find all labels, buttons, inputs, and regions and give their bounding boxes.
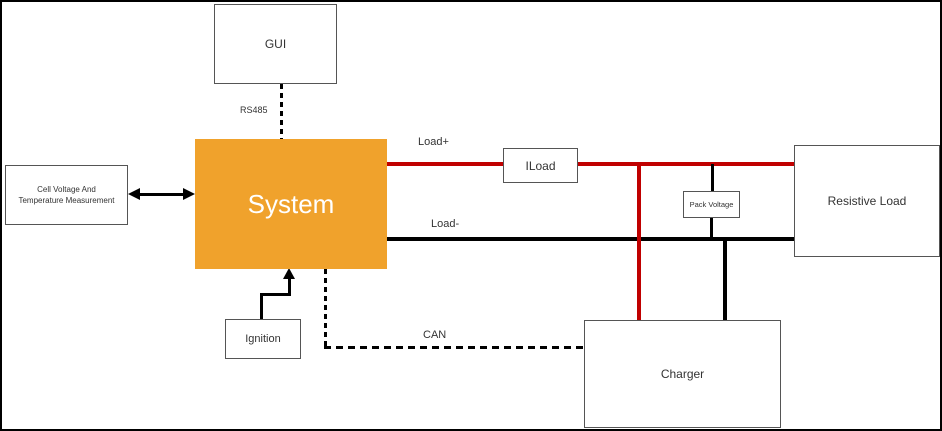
ignition-arrow-seg2 xyxy=(260,293,291,296)
gui-node: GUI xyxy=(214,4,337,84)
pack-voltage-node: Pack Voltage xyxy=(683,191,740,218)
resistive-load-label: Resistive Load xyxy=(827,194,907,208)
system-node: System xyxy=(195,139,387,269)
arrowhead-right-icon xyxy=(183,188,195,200)
can-edge-label: CAN xyxy=(423,329,447,341)
charger-negative-wire xyxy=(723,237,727,320)
rs485-edge-label: RS485 xyxy=(240,105,268,115)
ignition-arrow-seg1 xyxy=(260,293,263,319)
cell-measurement-label: Cell Voltage And Temperature Measurement xyxy=(18,184,115,205)
charger-positive-wire xyxy=(637,162,641,320)
rs485-edge xyxy=(280,84,283,139)
load-plus-edge-label: Load+ xyxy=(418,136,449,148)
load-plus-wire xyxy=(387,162,794,166)
pack-voltage-bottom-wire xyxy=(710,217,713,238)
iload-node: ILoad xyxy=(503,148,578,183)
gui-label: GUI xyxy=(264,37,287,51)
resistive-load-node: Resistive Load xyxy=(794,145,940,257)
cell-measurement-node: Cell Voltage And Temperature Measurement xyxy=(5,165,128,225)
can-edge-horizontal xyxy=(324,346,584,349)
arrowhead-up-icon xyxy=(283,268,295,279)
cell-measurement-arrow-line xyxy=(137,193,187,196)
load-minus-edge-label: Load- xyxy=(431,218,460,230)
ignition-node: Ignition xyxy=(225,319,301,359)
charger-label: Charger xyxy=(660,367,705,381)
pack-voltage-top-wire xyxy=(711,164,714,192)
load-minus-wire xyxy=(387,237,794,241)
ignition-arrow-seg3 xyxy=(288,278,291,296)
can-edge-vertical xyxy=(324,269,327,349)
pack-voltage-label: Pack Voltage xyxy=(689,200,734,209)
iload-label: ILoad xyxy=(525,158,556,173)
charger-node: Charger xyxy=(584,320,781,428)
arrowhead-left-icon xyxy=(128,188,140,200)
system-label: System xyxy=(247,188,335,219)
ignition-label: Ignition xyxy=(245,333,281,345)
